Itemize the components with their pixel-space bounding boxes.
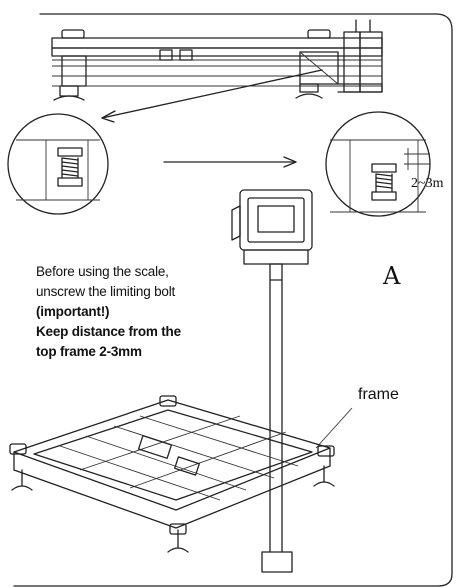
- frame-label: frame: [358, 386, 399, 403]
- instruction-line-4: Keep distance from the: [36, 324, 181, 339]
- gap-dimension-label: 2~3m: [411, 176, 444, 191]
- instruction-line-3: (important!): [36, 304, 110, 319]
- instruction-line-2: unscrew the limiting bolt: [36, 284, 176, 299]
- right-bolt-detail: [325, 111, 431, 217]
- outer-border: [13, 13, 453, 587]
- detail-view-label: A: [383, 262, 401, 290]
- top-frame-side-view: [51, 19, 383, 101]
- instruction-line-1: Before using the scale,: [36, 264, 169, 279]
- weighing-platform-icon: [9, 395, 335, 553]
- instruction-line-5: top frame 2-3mm: [36, 344, 142, 359]
- indicator-display-icon: [231, 189, 313, 573]
- arrow-to-detail: [101, 69, 323, 119]
- frame-label-leader: [315, 407, 353, 449]
- left-bolt-detail: [7, 113, 109, 215]
